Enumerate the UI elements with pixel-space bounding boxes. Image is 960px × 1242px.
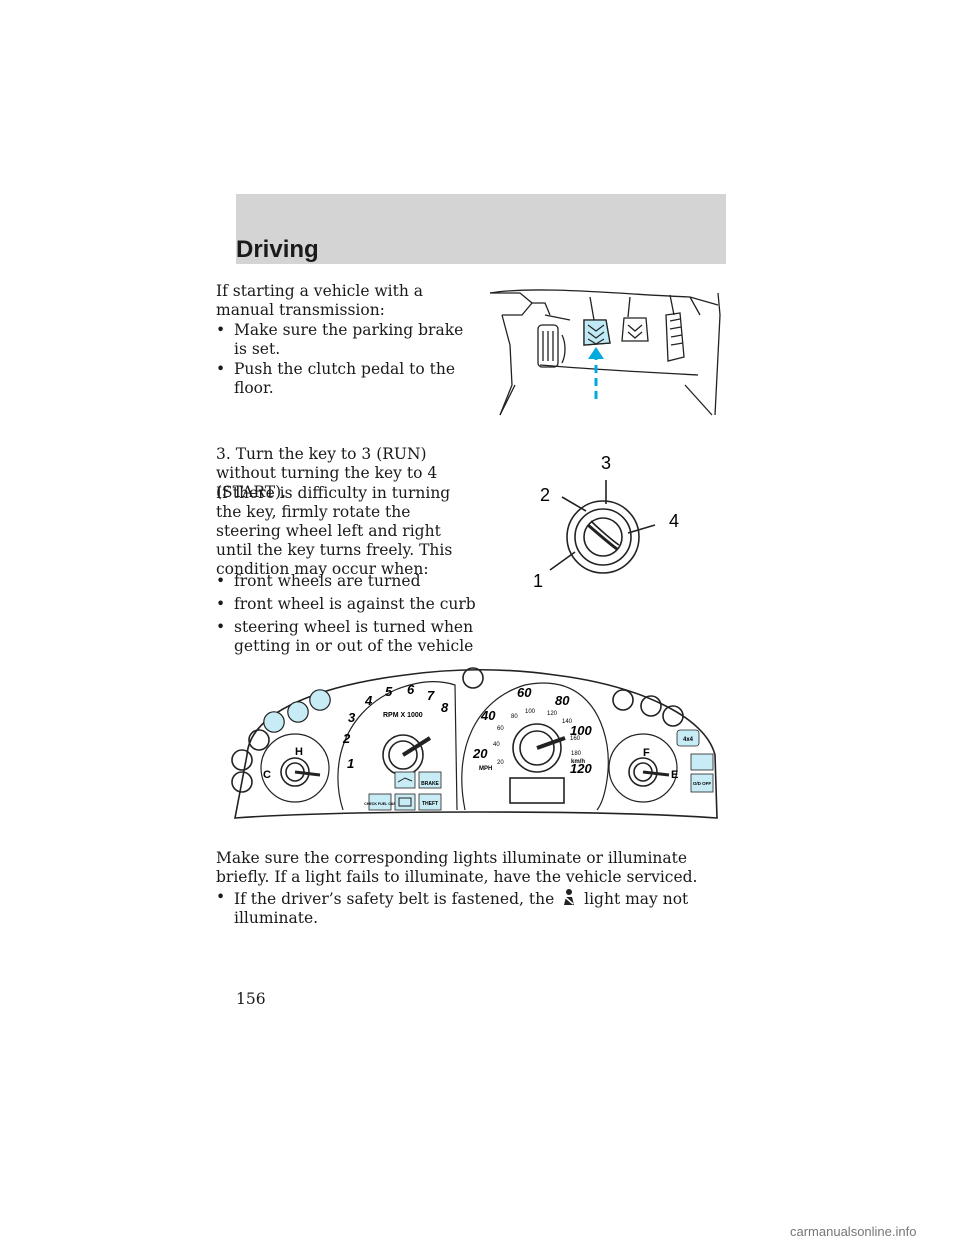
tach-number: 5 — [385, 684, 393, 699]
4x4-label: 4x4 — [683, 737, 694, 743]
tach-unit-label: RPM X 1000 — [383, 712, 423, 719]
belt-note-text-before: If the driver’s safety belt is fastened,… — [234, 890, 555, 908]
od-off-indicator-light: O/D OFF — [690, 773, 714, 793]
speed-kmh-number: 140 — [562, 719, 573, 725]
speed-mph-number: 100 — [570, 723, 592, 738]
list-item: • steering wheel is turned when getting … — [216, 618, 478, 656]
temp-hot-label: H — [295, 746, 303, 758]
speed-mph-number: 80 — [555, 693, 570, 708]
speed-kmh-number: 160 — [570, 736, 581, 742]
bullet-icon: • — [216, 595, 226, 613]
arrow-up-icon — [588, 347, 604, 399]
bullet-text: front wheel is against the curb — [234, 595, 476, 613]
speed-mph-number: 40 — [480, 708, 496, 723]
battery-icon — [394, 793, 416, 811]
ignition-switch-illustration: 3 2 4 1 — [533, 453, 679, 591]
difficulty-paragraph: If there is difficulty in turning the ke… — [216, 484, 453, 578]
speed-mph-number: 120 — [570, 761, 592, 776]
tach-number: 2 — [342, 731, 351, 746]
speed-kmh-number: 180 — [571, 751, 582, 757]
list-item: • front wheel is against the curb — [216, 595, 478, 614]
safety-belt-warning-icon — [263, 711, 285, 733]
check-engine-icon — [309, 689, 331, 711]
bullet-icon: • — [216, 360, 226, 378]
watermark: carmanualsonline.info — [790, 1224, 917, 1239]
clutch-pedal-highlight — [583, 319, 611, 346]
list-item: • front wheels are turned — [216, 572, 478, 591]
speed-kmh-number: 120 — [547, 711, 558, 717]
tach-number: 3 — [348, 710, 356, 725]
tach-number: 1 — [347, 756, 354, 771]
fuel-pump-icon — [690, 753, 714, 771]
speed-kmh-unit-label: km/h — [571, 759, 585, 765]
speed-mph-number: 60 — [517, 685, 532, 700]
section-title: Driving — [236, 236, 319, 263]
speed-mph-number: 20 — [472, 746, 488, 761]
bullet-icon: • — [216, 888, 226, 906]
theft-warning-light: THEFT — [418, 793, 442, 811]
oil-pressure-icon — [394, 771, 416, 789]
speed-kmh-number: 100 — [525, 709, 536, 715]
belt-note-text-after: light may not illuminate. — [234, 890, 689, 927]
bullet-text: Push the clutch pedal to the floor. — [234, 360, 456, 397]
list-item: • If the driver’s safety belt is fastene… — [216, 888, 756, 928]
4x4-indicator-light: 4x4 — [676, 729, 700, 747]
speed-mph-unit-label: MPH — [479, 766, 492, 772]
bullet-icon: • — [216, 618, 226, 636]
ignition-position-1-label: 1 — [533, 571, 543, 591]
lights-check-paragraph: Make sure the corresponding lights illum… — [216, 849, 698, 886]
safety-belt-icon — [564, 889, 575, 905]
pedal-illustration — [489, 289, 721, 416]
tach-number: 7 — [427, 688, 435, 703]
list-item: • Make sure the parking brake is set. — [216, 321, 466, 359]
intro-paragraph: If starting a vehicle with a manual tran… — [216, 282, 424, 319]
fuel-full-label: F — [643, 747, 650, 759]
tach-number: 4 — [364, 693, 373, 708]
ignition-position-3-label: 3 — [601, 453, 611, 473]
theft-label: THEFT — [422, 801, 438, 807]
speed-kmh-number: 60 — [497, 726, 504, 732]
step-3-paragraph: 3. Turn the key to 3 (RUN) without turni… — [216, 445, 438, 501]
speed-kmh-number: 40 — [493, 742, 500, 748]
tach-number: 6 — [407, 682, 415, 697]
check-fuel-cap-light: CHECK FUEL CAP — [364, 793, 396, 811]
ignition-position-4-label: 4 — [669, 511, 679, 531]
brake-label: BRAKE — [421, 781, 439, 787]
fuel-empty-label: E — [671, 769, 678, 781]
temp-cold-label: C — [263, 769, 271, 781]
airbag-warning-icon — [287, 701, 309, 723]
bullet-text: Make sure the parking brake is set. — [234, 321, 464, 358]
tach-number: 8 — [441, 700, 449, 715]
check-fuel-cap-label: CHECK FUEL CAP — [364, 802, 396, 806]
ignition-position-2-label: 2 — [540, 485, 550, 505]
instrument-cluster-illustration: H C F E 1 2 3 4 5 6 7 8 RPM X 1000 20 40… — [231, 667, 718, 819]
page-number: 156 — [236, 990, 266, 1008]
od-off-label: O/D OFF — [693, 781, 711, 786]
bullet-text: front wheels are turned — [234, 572, 421, 590]
bullet-icon: • — [216, 321, 226, 339]
section-header-band — [236, 194, 726, 264]
brake-warning-light: BRAKE — [418, 771, 442, 789]
bullet-text: steering wheel is turned when getting in… — [234, 618, 474, 655]
bullet-icon: • — [216, 572, 226, 590]
speed-kmh-number: 80 — [511, 714, 518, 720]
list-item: • Push the clutch pedal to the floor. — [216, 360, 466, 398]
speed-kmh-number: 20 — [497, 760, 504, 766]
